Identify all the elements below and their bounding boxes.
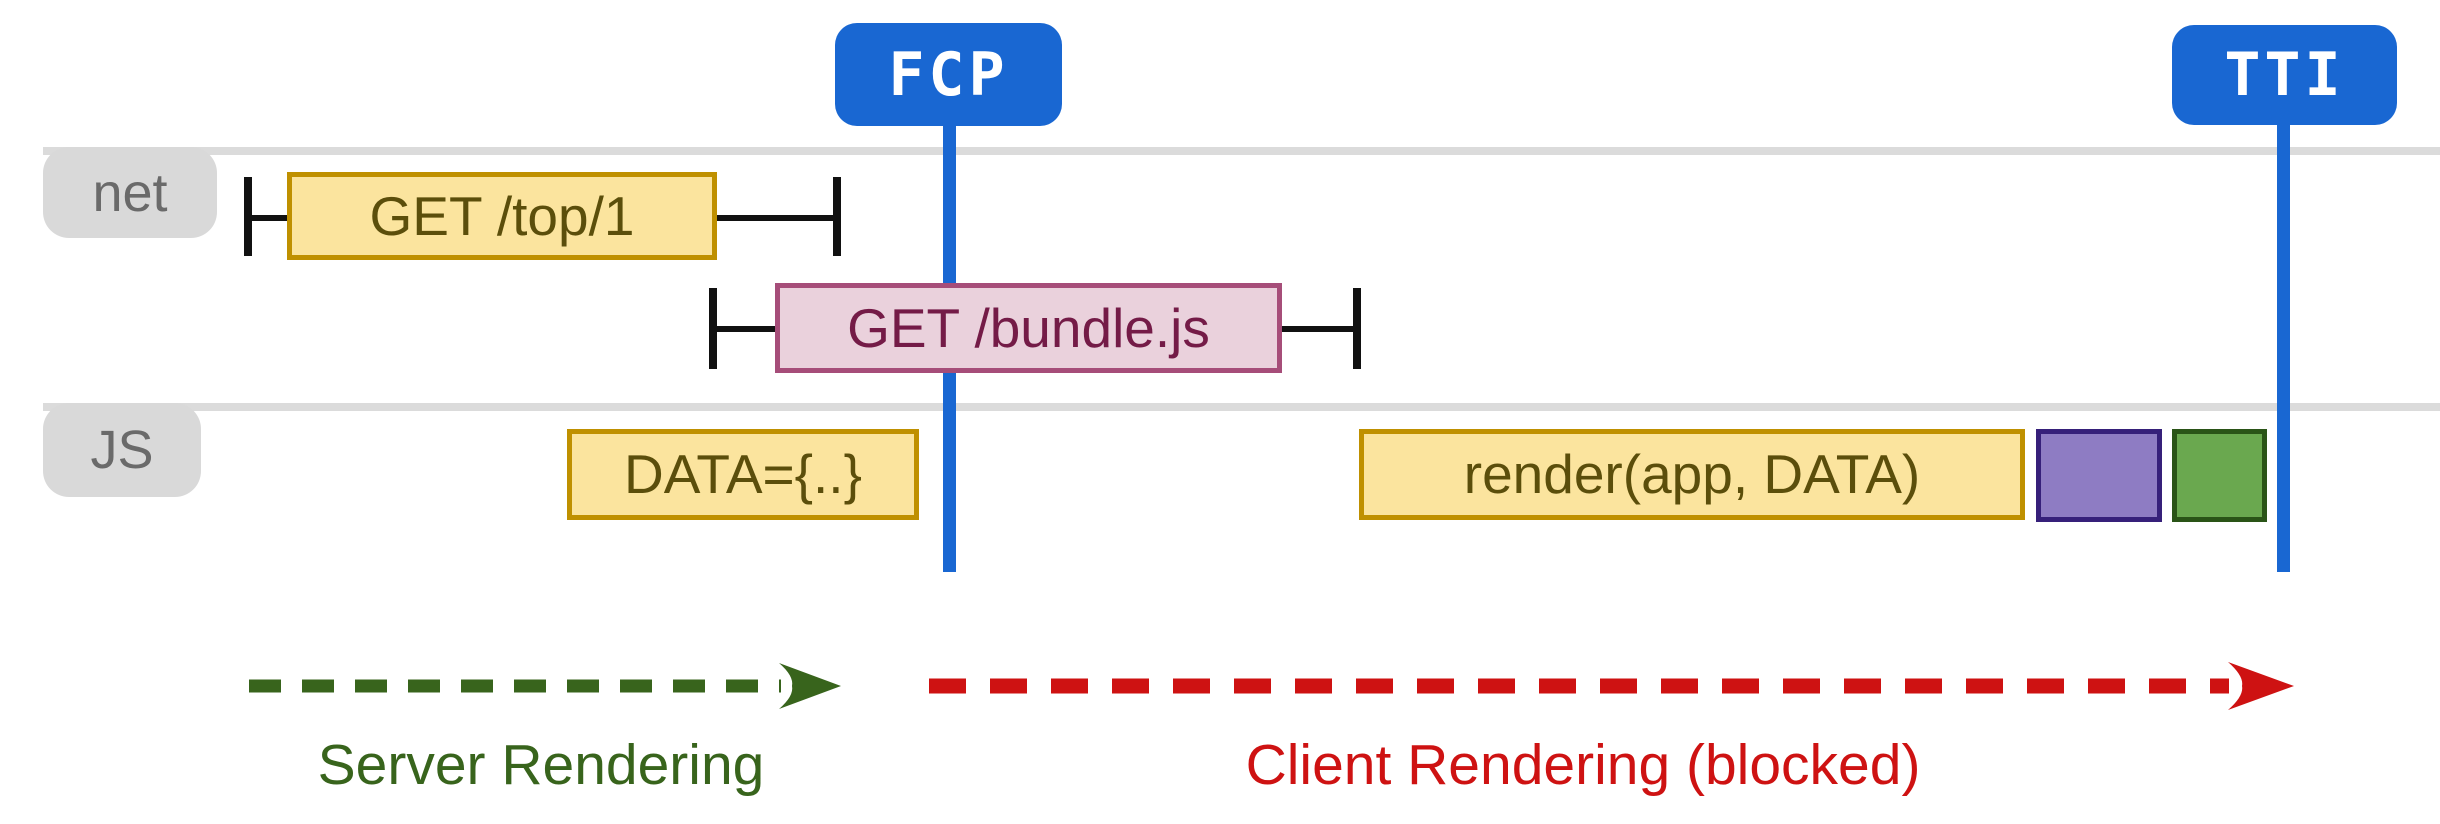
lane-label-net: net: [43, 147, 217, 238]
lane-label-js: JS: [43, 403, 201, 497]
data-task-label: DATA={..}: [624, 443, 862, 505]
get-top-request-label: GET /top/1: [369, 184, 635, 247]
get-bundle-start-whisker: [717, 326, 775, 332]
fcp-badge-text: FCP: [888, 39, 1009, 110]
server-rendering-arrow: [249, 663, 841, 709]
tti-badge-text: TTI: [2224, 40, 2345, 110]
get-top-end-tick: [833, 177, 841, 256]
fcp-badge: FCP: [835, 23, 1062, 126]
render-task-box: render(app, DATA): [1359, 429, 2025, 520]
get-top-request-box: GET /top/1: [287, 172, 717, 260]
js-lane-line: [43, 403, 2440, 411]
green-task-block: [2172, 429, 2267, 522]
get-top-start-tick: [244, 177, 252, 256]
tti-badge: TTI: [2172, 25, 2397, 125]
net-lane-line: [43, 147, 2440, 155]
get-top-start-whisker: [252, 215, 287, 221]
get-bundle-start-tick: [709, 288, 717, 369]
client-rendering-caption-text: Client Rendering (blocked): [1245, 733, 1921, 797]
tti-marker-line: [2277, 120, 2290, 572]
get-bundle-request-label: GET /bundle.js: [847, 296, 1210, 359]
server-rendering-caption: Server Rendering: [191, 730, 891, 810]
get-top-end-whisker: [717, 215, 835, 221]
get-bundle-request-box: GET /bundle.js: [775, 283, 1282, 373]
data-task-box: DATA={..}: [567, 429, 919, 520]
render-task-label: render(app, DATA): [1463, 443, 1921, 505]
purple-task-block: [2036, 429, 2162, 522]
js-lane-label-text: JS: [90, 420, 154, 480]
client-rendering-arrow: [929, 662, 2294, 710]
get-bundle-end-whisker: [1282, 326, 1355, 332]
get-bundle-end-tick: [1353, 288, 1361, 369]
client-rendering-caption: Client Rendering (blocked): [1183, 730, 1983, 810]
net-lane-label-text: net: [92, 162, 168, 223]
server-rendering-caption-text: Server Rendering: [317, 733, 765, 797]
